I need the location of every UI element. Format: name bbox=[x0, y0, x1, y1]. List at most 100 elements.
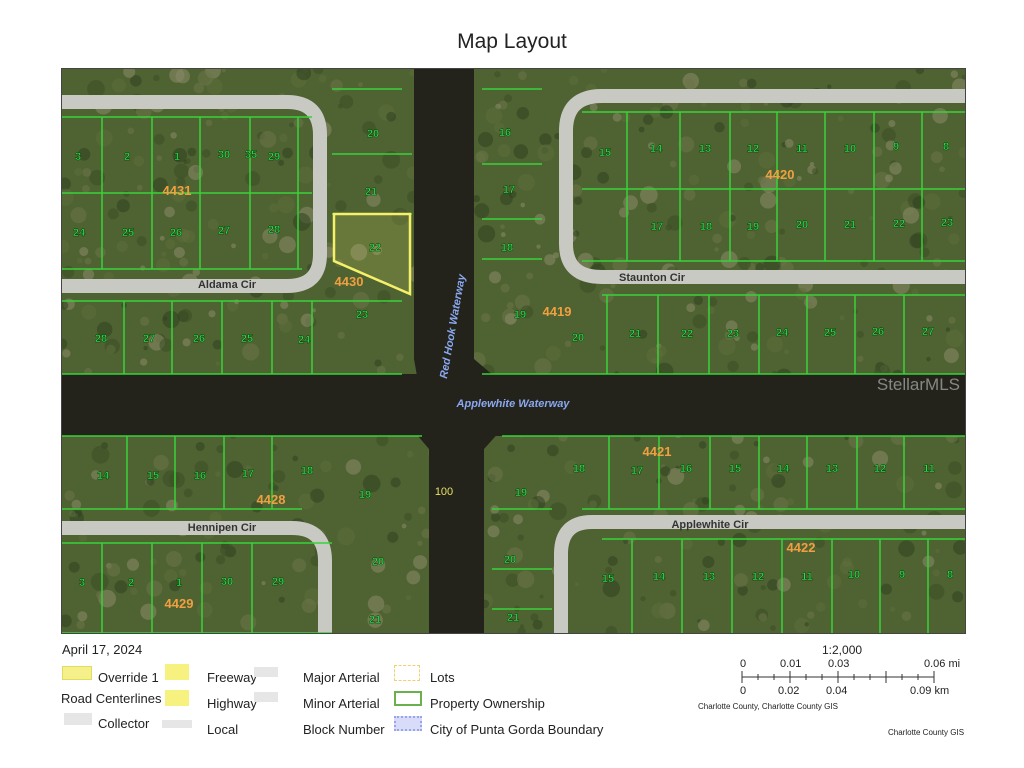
block-number: 4431 bbox=[163, 183, 192, 198]
vegetation-patch bbox=[923, 193, 941, 211]
vegetation-patch bbox=[948, 316, 956, 324]
vegetation-patch bbox=[519, 624, 525, 629]
lot-number: 35 bbox=[245, 149, 257, 161]
vegetation-patch bbox=[386, 111, 397, 122]
vegetation-patch bbox=[500, 283, 510, 293]
vegetation-patch bbox=[640, 596, 646, 602]
vegetation-patch bbox=[140, 603, 157, 620]
vegetation-patch bbox=[702, 556, 715, 569]
lot-number: 14 bbox=[650, 143, 663, 155]
vegetation-patch bbox=[292, 213, 311, 231]
override-swatch bbox=[62, 666, 92, 680]
vegetation-patch bbox=[376, 365, 386, 375]
vegetation-patch bbox=[261, 252, 269, 260]
lot-number: 1 bbox=[176, 577, 182, 589]
lot-number: 21 bbox=[365, 186, 377, 198]
vegetation-patch bbox=[885, 140, 896, 151]
freeway-swatch bbox=[165, 664, 189, 680]
vegetation-patch bbox=[91, 445, 110, 464]
vegetation-patch bbox=[581, 147, 593, 159]
vegetation-patch bbox=[912, 196, 926, 209]
vegetation-patch bbox=[733, 573, 748, 588]
vegetation-patch bbox=[518, 71, 527, 80]
lot-number: 17 bbox=[242, 468, 254, 480]
vegetation-patch bbox=[844, 436, 849, 441]
vegetation-patch bbox=[195, 442, 205, 452]
vegetation-patch bbox=[532, 619, 543, 630]
vegetation-patch bbox=[678, 136, 695, 153]
vegetation-patch bbox=[770, 625, 776, 631]
lot-number: 10 bbox=[848, 569, 860, 581]
vegetation-patch bbox=[81, 184, 90, 193]
vegetation-patch bbox=[727, 159, 742, 174]
street-label-hennipen: Hennipen Cir bbox=[188, 522, 257, 534]
vegetation-patch bbox=[259, 130, 277, 148]
lot-number: 26 bbox=[193, 333, 205, 345]
vegetation-patch bbox=[413, 555, 428, 570]
vegetation-patch bbox=[215, 471, 221, 477]
vegetation-patch bbox=[692, 314, 707, 329]
vegetation-patch bbox=[589, 103, 598, 112]
vegetation-patch bbox=[207, 219, 219, 230]
lots-swatch bbox=[394, 665, 420, 681]
vegetation-patch bbox=[504, 313, 517, 325]
vegetation-patch bbox=[269, 203, 279, 213]
lot-number: 19 bbox=[359, 489, 371, 501]
vegetation-patch bbox=[714, 122, 725, 133]
vegetation-patch bbox=[127, 127, 135, 135]
vegetation-patch bbox=[170, 132, 177, 139]
vegetation-patch bbox=[740, 101, 751, 112]
vegetation-patch bbox=[159, 338, 173, 352]
vegetation-patch bbox=[539, 594, 544, 599]
legend-label: Property Ownership bbox=[430, 696, 545, 711]
vegetation-patch bbox=[163, 316, 168, 321]
vegetation-patch bbox=[162, 310, 180, 329]
vegetation-patch bbox=[714, 247, 719, 252]
vegetation-patch bbox=[488, 271, 502, 284]
lot-number: 17 bbox=[503, 184, 515, 196]
vegetation-patch bbox=[183, 488, 193, 498]
vegetation-patch bbox=[638, 126, 645, 133]
vegetation-patch bbox=[729, 214, 736, 222]
vegetation-patch bbox=[755, 262, 765, 272]
lot-number: 13 bbox=[826, 463, 838, 475]
vegetation-patch bbox=[337, 331, 345, 339]
vegetation-patch bbox=[623, 195, 638, 211]
vegetation-patch bbox=[513, 514, 524, 525]
vegetation-patch bbox=[481, 312, 491, 323]
lot-number: 15 bbox=[602, 573, 614, 585]
lot-number: 8 bbox=[943, 141, 949, 153]
lot-number: 22 bbox=[893, 218, 905, 230]
vegetation-patch bbox=[734, 335, 740, 342]
vegetation-patch bbox=[750, 487, 765, 502]
vegetation-patch bbox=[358, 82, 363, 87]
vegetation-patch bbox=[362, 474, 381, 493]
vegetation-patch bbox=[837, 115, 844, 122]
vegetation-patch bbox=[292, 558, 307, 573]
vegetation-patch bbox=[779, 228, 786, 235]
vegetation-patch bbox=[193, 82, 205, 94]
lot-number: 13 bbox=[703, 571, 715, 583]
lot-number: 20 bbox=[796, 219, 808, 231]
canal-width-label: 100 bbox=[435, 486, 453, 498]
vegetation-patch bbox=[169, 69, 185, 83]
vegetation-patch bbox=[421, 528, 432, 539]
vegetation-patch bbox=[245, 171, 261, 187]
vegetation-patch bbox=[175, 177, 186, 187]
vegetation-patch bbox=[350, 243, 368, 261]
highlighted-lot-22[interactable] bbox=[332, 212, 412, 296]
vegetation-patch bbox=[888, 120, 896, 128]
road-staunton-cir bbox=[559, 89, 965, 284]
block-number: 4430 bbox=[335, 274, 364, 289]
vegetation-patch bbox=[783, 174, 796, 188]
roads bbox=[62, 89, 965, 633]
vegetation-patch bbox=[95, 247, 106, 258]
minor-arterial-swatch bbox=[254, 692, 278, 702]
vegetation-patch bbox=[79, 247, 89, 257]
vegetation-patch bbox=[600, 69, 608, 73]
vegetation-patch bbox=[320, 460, 332, 473]
vegetation-patch bbox=[961, 74, 965, 80]
scale-tick-label: 0.06 mi bbox=[924, 658, 961, 670]
vegetation-patch bbox=[945, 481, 963, 499]
